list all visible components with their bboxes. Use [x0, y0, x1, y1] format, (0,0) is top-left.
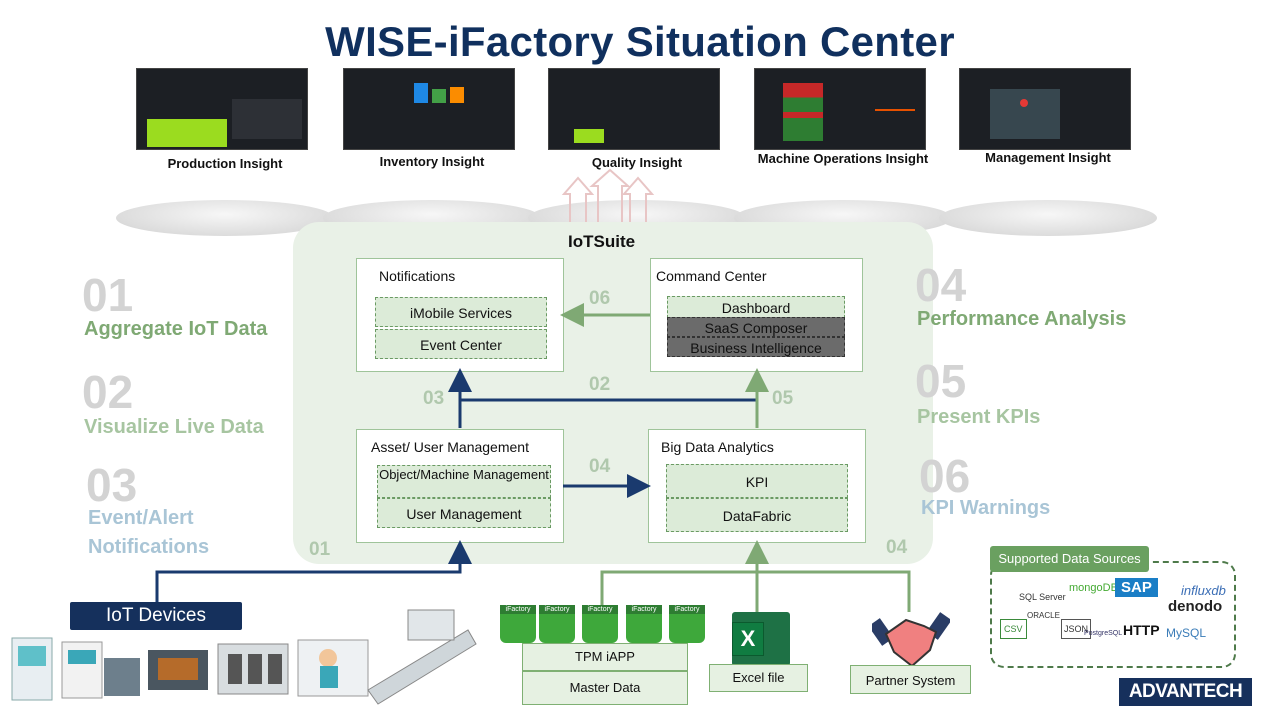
step-label: Present KPIs — [917, 406, 1041, 428]
imobile-services[interactable]: iMobile Services — [375, 297, 547, 327]
insight-label: Inventory Insight — [379, 154, 485, 169]
pedestal — [939, 200, 1157, 236]
business-intelligence-item[interactable]: Business Intelligence — [667, 337, 845, 357]
asset-management-title: Asset/ User Management — [371, 439, 529, 455]
upward-arrows — [561, 168, 655, 224]
denodo-logo: denodo — [1168, 598, 1223, 615]
quality-dashboard-thumbnail — [548, 68, 720, 150]
step-number: 06 — [919, 450, 971, 502]
step-label: Visualize Live Data — [84, 416, 264, 438]
ifactory-app-icon[interactable]: iFactory — [539, 605, 575, 643]
iot-devices-button[interactable]: IoT Devices — [70, 602, 242, 630]
ifactory-app-icon[interactable]: iFactory — [669, 605, 705, 643]
inventory-dashboard-thumbnail — [343, 68, 515, 150]
page-title: WISE-iFactory Situation Center — [325, 18, 955, 65]
excel-file[interactable]: Excel file — [709, 664, 808, 692]
step-label: Performance Analysis — [917, 308, 1127, 330]
data-sources-title: Supported Data Sources — [990, 546, 1149, 572]
factory-machines-illustration — [11, 609, 477, 705]
insight-label: Management Insight — [985, 150, 1111, 165]
ifactory-app-icon[interactable]: iFactory — [500, 605, 536, 643]
step-label: Aggregate IoT Data — [84, 318, 268, 340]
step-label: Event/Alert — [88, 507, 194, 529]
oracle-icon: ORACLE — [1027, 611, 1060, 620]
user-management[interactable]: User Management — [377, 498, 551, 528]
sap-logo: SAP — [1115, 578, 1158, 597]
tpm-iapp[interactable]: TPM iAPP — [522, 643, 688, 671]
notifications-title: Notifications — [379, 268, 456, 284]
postgresql-icon: PostgreSQL — [1084, 630, 1123, 637]
flow-number-06: 06 — [589, 288, 611, 309]
http-label: HTTP — [1123, 622, 1160, 638]
asset-user-management-box[interactable]: Asset/ User Management Object/Machine Ma… — [356, 429, 564, 543]
big-data-analytics-box[interactable]: Big Data Analytics KPI DataFabric — [648, 429, 866, 543]
production-dashboard-thumbnail — [136, 68, 308, 150]
sql-server-logo: SQL Server — [1019, 592, 1066, 602]
excel-icon: X — [732, 612, 790, 666]
flow-number-02: 02 — [589, 374, 611, 395]
step-number: 02 — [82, 366, 134, 418]
csv-icon: CSV — [1000, 619, 1027, 639]
saas-composer-item[interactable]: SaaS Composer — [667, 317, 845, 337]
json-icon: JSON — [1061, 619, 1092, 639]
advantech-logo: ADVANTECH — [1119, 678, 1252, 706]
mysql-logo: MySQL — [1166, 626, 1207, 640]
influxdb-logo: influxdb — [1181, 583, 1226, 598]
insight-label: Quality Insight — [591, 155, 683, 170]
master-data[interactable]: Master Data — [522, 671, 688, 705]
command-center-title: Command Center — [656, 268, 767, 284]
ifactory-app-icon[interactable]: iFactory — [626, 605, 662, 643]
insight-label: Machine Operations Insight — [757, 151, 929, 166]
machine-ops-dashboard-thumbnail — [754, 68, 926, 150]
flow-number-05: 05 — [772, 388, 794, 409]
step-number: 03 — [86, 459, 138, 511]
object-machine-management[interactable]: Object/Machine Management — [377, 465, 551, 498]
step-label-line2: Notifications — [88, 536, 210, 558]
notifications-box[interactable]: Notifications iMobile Services Event Cen… — [356, 258, 564, 372]
flow-number-01: 01 — [309, 539, 331, 560]
command-center-box[interactable]: Command Center Dashboard SaaS Composer B… — [650, 258, 863, 372]
step-number: 04 — [915, 259, 967, 311]
flow-number-04: 04 — [589, 456, 611, 477]
step-number: 05 — [915, 355, 967, 407]
handshake-icon — [872, 612, 950, 668]
flow-number-03: 03 — [423, 388, 445, 409]
management-dashboard-thumbnail — [959, 68, 1131, 150]
event-center[interactable]: Event Center — [375, 329, 547, 359]
step-number: 01 — [82, 269, 134, 321]
mongodb-logo: mongoDB — [1069, 582, 1118, 594]
ifactory-app-icon[interactable]: iFactory — [582, 605, 618, 643]
iotsuite-title: IoTSuite — [568, 232, 636, 251]
kpi-item[interactable]: KPI — [666, 464, 848, 498]
big-data-title: Big Data Analytics — [661, 439, 774, 455]
pedestal — [116, 200, 334, 236]
step-label: KPI Warnings — [921, 497, 1051, 519]
datafabric-item[interactable]: DataFabric — [666, 498, 848, 532]
flow-number-04-bottom: 04 — [886, 537, 908, 558]
partner-system[interactable]: Partner System — [850, 665, 971, 694]
insight-label: Production Insight — [167, 156, 283, 171]
